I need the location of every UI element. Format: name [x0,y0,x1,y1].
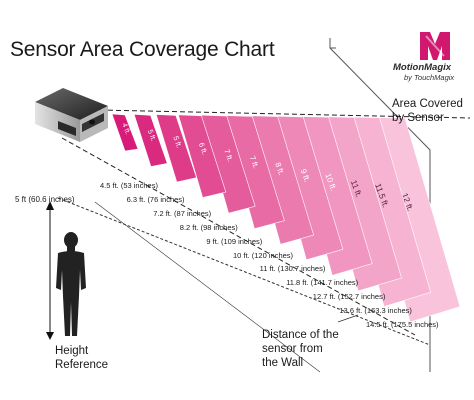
coverage-panel [133,113,168,167]
person-silhouette [56,232,86,336]
height-reference-label: Height Reference [55,344,108,372]
distance-label: 11 ft. (130.7 inches) [259,264,326,274]
coverage-panels: 12 ft.11.5 ft.11 ft.10 ft.9 ft.8 ft.7 ft… [111,113,461,323]
reference-dashed-line [57,197,431,346]
panel-width-label: 7 ft. [248,155,261,170]
brand-name: MotionMagix [393,62,452,73]
coverage-panel [177,114,227,198]
panel-width-label: 8 ft. [273,161,286,176]
distance-from-wall-label: Distance of the sensor from the Wall [262,328,339,370]
distance-label: 4.5 ft. (53 inches) [100,181,158,190]
panel-width-label: 6 ft. [197,141,210,156]
distance-label-line-2: sensor from [262,343,323,355]
distance-label-pointer [337,314,359,323]
distance-label: 13.6 ft. (163.3 inches) [339,306,412,316]
chart-title: Sensor Area Coverage Chart [10,38,275,61]
distance-label: 8.2 ft. (98 inches) [179,222,238,232]
panel-width-label: 9 ft. [299,168,312,184]
panel-width-label: 5 ft. [146,129,158,143]
distance-label-line-1: Distance of the [262,329,339,341]
panel-width-label: 7 ft. [222,148,235,163]
brand-tagline: by TouchMagix [404,73,455,82]
area-label-line-2: by Sensor [392,112,444,124]
projection-line-bottom [61,137,416,336]
distance-label: 14.5 ft. (175.5 inches) [366,320,439,329]
height-label-line-1: Height [55,345,89,357]
distance-label: 12.7 ft. (152.7 inches) [312,292,386,302]
coverage-panel [155,114,197,183]
area-label-line-1: Area Covered [392,98,463,110]
height-arrowhead-top [46,201,54,210]
distance-baseline [94,201,321,373]
distance-label: 7.2 ft. (87 inches) [153,208,212,218]
coverage-panel [111,113,139,152]
area-covered-label: Area Covered by Sensor [392,97,463,125]
height-label-line-2: Reference [55,359,109,371]
reference-height-label: 5 ft (60.6 inches) [15,195,75,204]
distance-label: 11.8 ft. (141.7 inches) [286,278,359,288]
height-arrowhead-bottom [46,332,54,340]
panel-width-label: 4 ft. [120,122,131,135]
distance-label: 6.3 ft. (76 inches) [126,194,185,204]
distance-label: 10 ft. (120 inches) [233,250,294,260]
distance-label: 9 ft. (109 inches) [206,236,263,246]
distance-label-line-3: the Wall [262,357,304,369]
motionmagix-logo-icon [420,32,450,60]
sensor-device [35,88,108,142]
panel-width-label: 5 ft. [171,135,184,150]
projection-line-top [99,109,471,119]
